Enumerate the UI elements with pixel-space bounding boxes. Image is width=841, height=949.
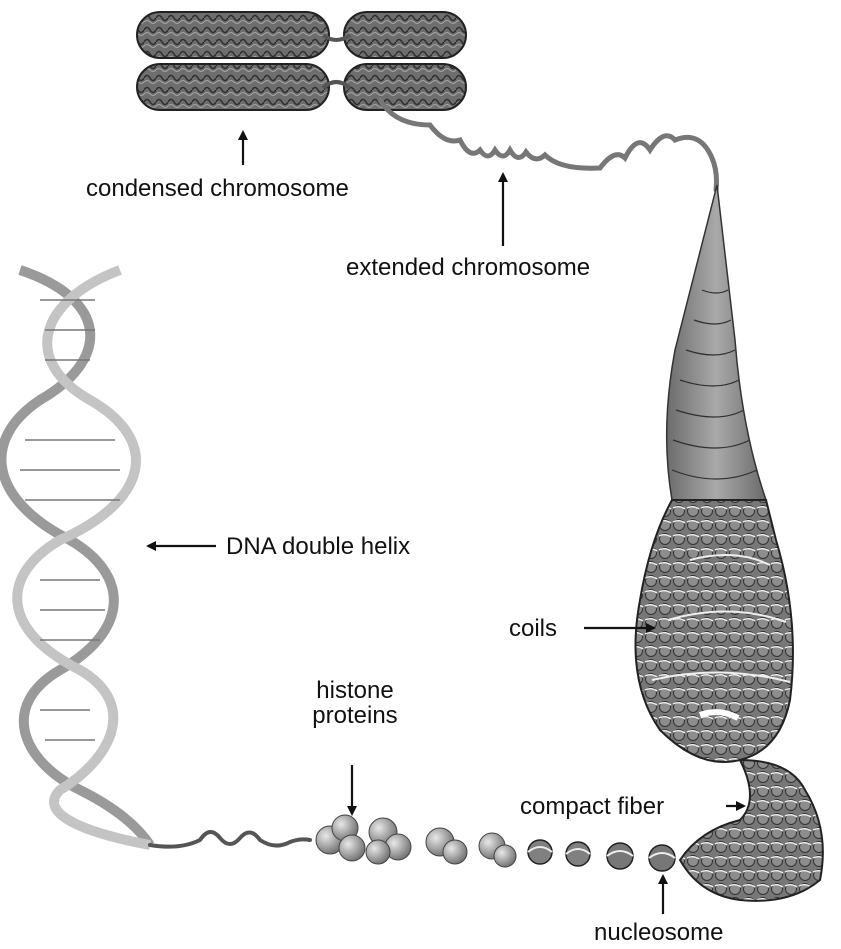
nucleosome-label: nucleosome [594,920,723,945]
extended-chromosome-label: extended chromosome [346,255,590,280]
histone-proteins-label: histone proteins [300,678,410,728]
histone-label-line1: histone [300,678,410,703]
extended-chromosome-strand [380,100,717,190]
chromatin-cone [667,185,766,500]
condensed-chromosome-illustration [137,12,466,110]
nucleosome-chain [528,840,675,871]
compact-fiber-label: compact fiber [520,794,664,819]
linker-dna [150,832,310,847]
dna-double-helix-illustration [1,270,150,845]
histone-label-line2: proteins [300,703,410,728]
compact-fiber-structure [680,760,823,901]
histone-proteins-illustration [316,815,516,867]
coils-label: coils [509,616,557,641]
dna-double-helix-label: DNA double helix [226,534,410,559]
condensed-chromosome-label: condensed chromosome [86,176,349,201]
coils-structure [636,500,793,762]
